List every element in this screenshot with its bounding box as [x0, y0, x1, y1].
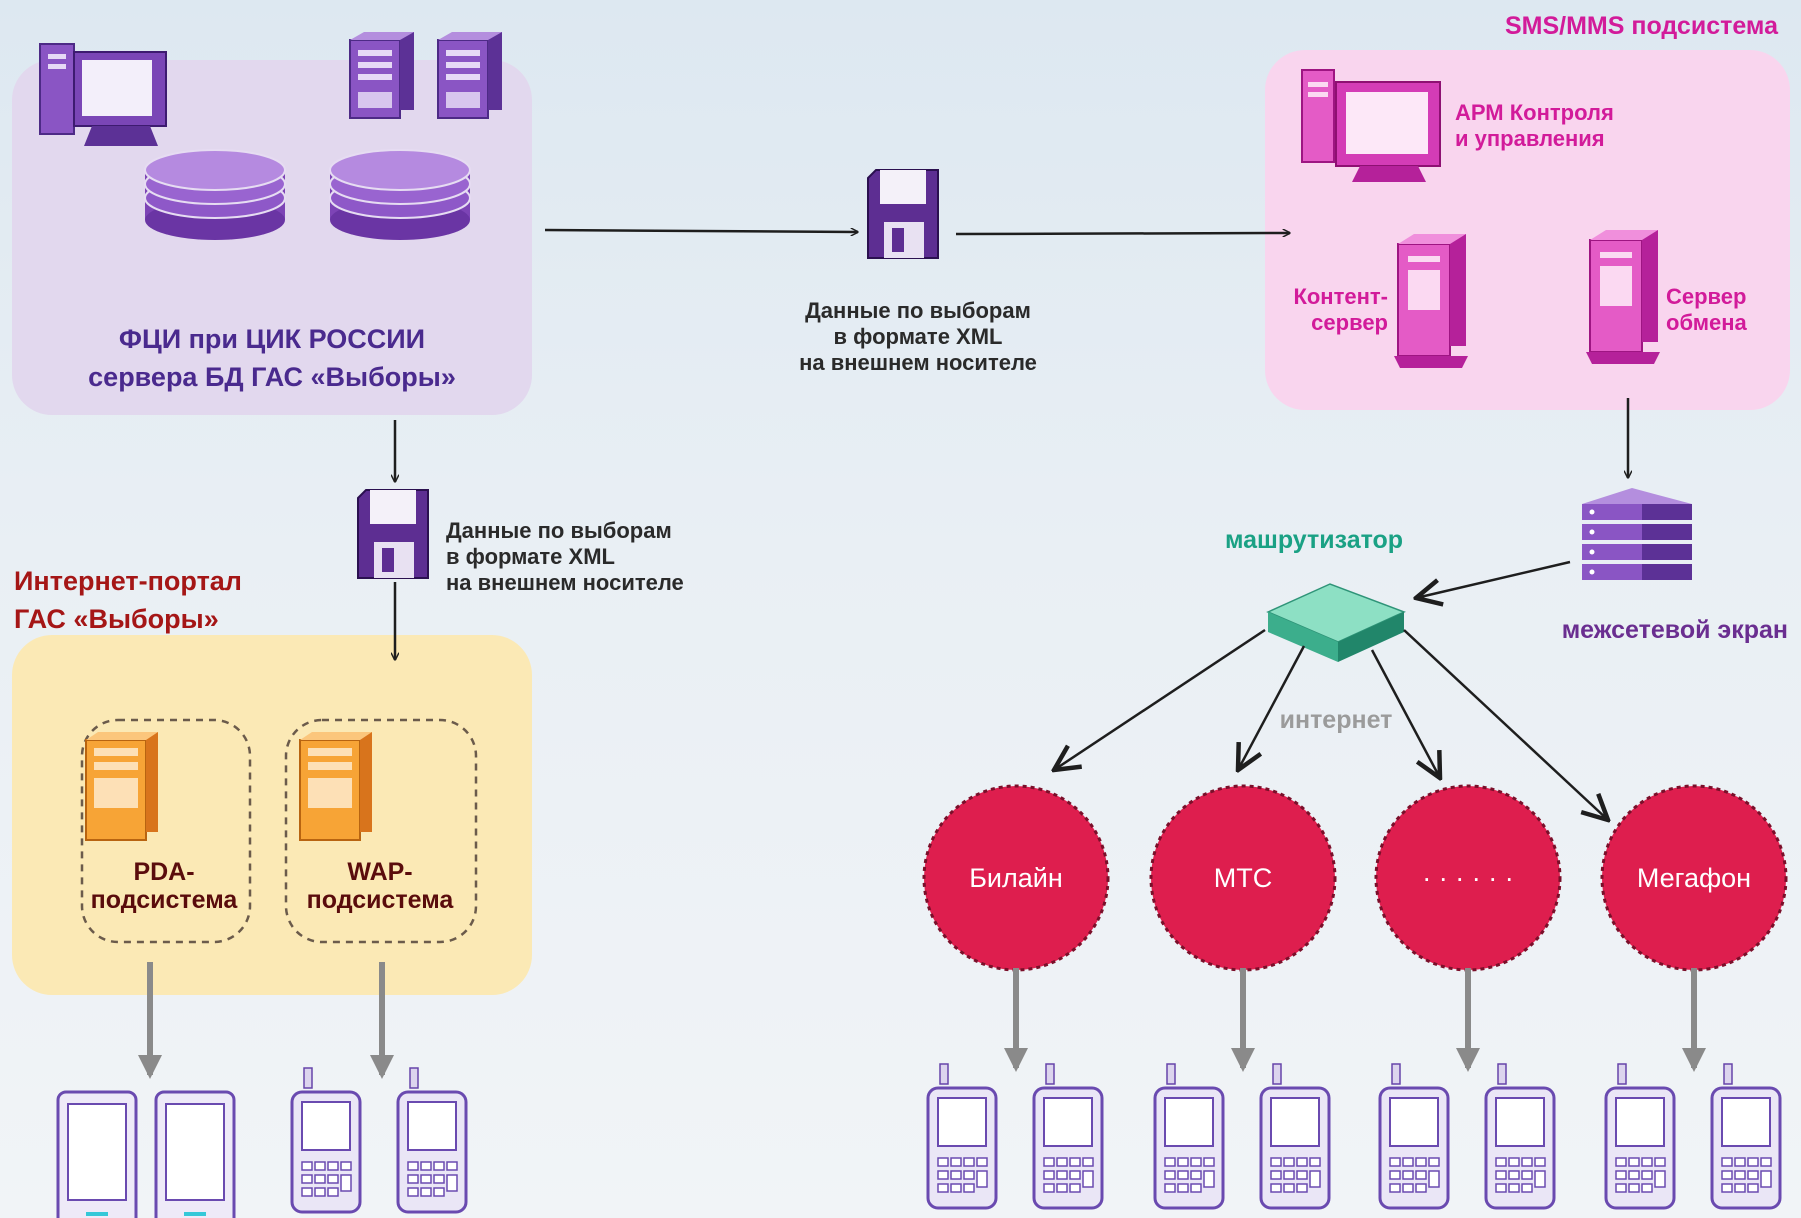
wap-subsystem-frame [284, 718, 478, 944]
mobile-phone-icon [1153, 1062, 1225, 1210]
portal-title-line2: ГАС «Выборы» [14, 604, 219, 634]
arm-label-line2: и управления [1455, 126, 1605, 151]
transfer-right-line3: на внешнем носителе [799, 350, 1037, 375]
mobile-phone-icon [1259, 1062, 1331, 1210]
fci-block [12, 60, 532, 415]
flow-arrow [1054, 628, 1266, 770]
flow-arrow [955, 233, 1290, 234]
internet-label: интернет [1280, 706, 1393, 734]
fci-title-line2: сервера БД ГАС «Выборы» [88, 362, 456, 392]
server-icon [349, 31, 415, 119]
operator-label: МТС [1213, 863, 1273, 893]
mobile-phone-icon [1032, 1062, 1104, 1210]
arm-workstation-icon [1301, 69, 1441, 182]
pda-subsystem-frame [80, 718, 252, 944]
pda-label-line1: PDA- [133, 858, 194, 886]
exchange-server-label-line1: Сервер [1666, 284, 1746, 309]
transfer-down-line1: Данные по выборам [446, 518, 672, 543]
firewall-icon [1582, 488, 1692, 580]
transfer-down-line3: на внешнем носителе [446, 570, 684, 595]
floppy-disk-icon [357, 489, 429, 579]
subscriber-phones [926, 1062, 1782, 1210]
flow-arrow [1416, 560, 1571, 598]
pda-label-line2: подсистема [91, 886, 239, 914]
content-server-label-line2: сервер [1311, 310, 1388, 335]
portal-title-line1: Интернет-портал [14, 566, 242, 596]
arm-label-line1: АРМ Контроля [1455, 100, 1614, 125]
pda-device-icon [56, 1090, 138, 1218]
mobile-phone-icon [396, 1066, 468, 1214]
content-server-label-line1: Контент- [1293, 284, 1388, 309]
sms-title: SMS/MMS подсистема [1505, 12, 1779, 40]
transfer-right-line1: Данные по выборам [805, 298, 1031, 323]
flow-arrow [1370, 649, 1440, 778]
database-icon [144, 149, 286, 241]
transfer-right-line2: в формате XML [834, 324, 1003, 349]
workstation-icon [39, 43, 167, 146]
wap-server-icon [299, 731, 373, 841]
router-icon [1266, 583, 1406, 662]
database-icon [329, 149, 471, 241]
flow-arrow [544, 230, 858, 232]
exchange-server-label-line2: обмена [1666, 310, 1748, 335]
operator-label: Билайн [969, 863, 1063, 893]
mobile-phone-icon [1604, 1062, 1676, 1210]
flow-arrow [1238, 645, 1306, 770]
mobile-phone-icon [1484, 1062, 1556, 1210]
wap-label-line1: WAP- [347, 858, 412, 886]
flow-arrow [1403, 629, 1608, 820]
firewall-label: межсетевой экран [1562, 616, 1788, 644]
transfer-down-line2: в формате XML [446, 544, 615, 569]
mobile-phone-icon [290, 1066, 362, 1214]
operator-label: · · · · · · [1422, 863, 1514, 893]
mobile-phone-icon [1378, 1062, 1450, 1210]
server-icon [437, 31, 503, 119]
floppy-disk-icon [867, 169, 939, 259]
wap-label-line2: подсистема [307, 886, 455, 914]
pda-server-icon [85, 731, 159, 841]
portal-block [12, 635, 532, 995]
mobile-phone-icon [1710, 1062, 1782, 1210]
operator-label: Мегафон [1636, 863, 1752, 893]
pda-device-icon [154, 1090, 236, 1218]
router-label: машрутизатор [1225, 526, 1403, 554]
mobile-phone-icon [926, 1062, 998, 1210]
operators [922, 784, 1788, 1072]
fci-title-line1: ФЦИ при ЦИК РОССИИ [119, 324, 425, 354]
